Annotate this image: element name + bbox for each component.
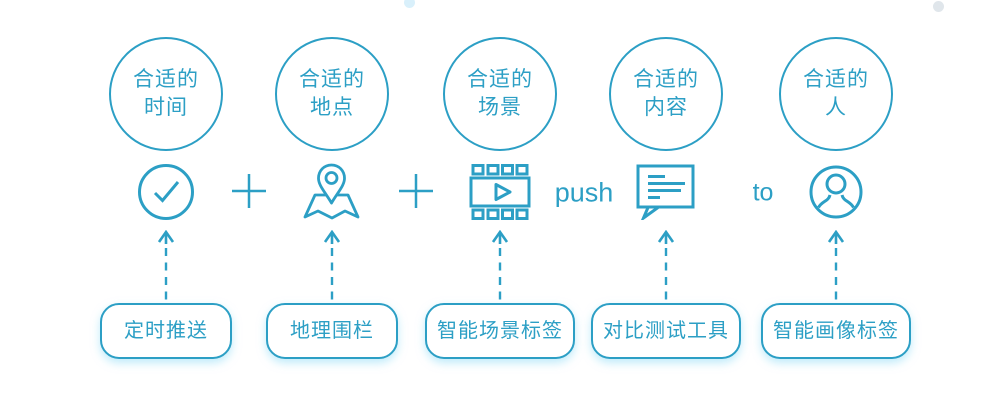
column-suitable-person: 合适的 人 智能画像标签 — [751, 0, 921, 359]
decor-dot-blue — [404, 0, 415, 8]
circle-text-line2: 时间 — [144, 96, 188, 119]
label-box-profile-tags: 智能画像标签 — [761, 303, 911, 359]
label-box-ab-test: 对比测试工具 — [591, 303, 741, 359]
circle-text-line2: 内容 — [644, 96, 688, 119]
up-arrow-dashed — [322, 230, 342, 300]
column-suitable-time: 合适的 时间 定时推送 — [81, 0, 251, 359]
circle-text-line2: 场景 — [478, 96, 522, 119]
circle-text-line2: 地点 — [310, 96, 354, 119]
person-avatar-icon — [808, 160, 864, 224]
circle-suitable-person: 合适的 人 — [779, 37, 893, 151]
circle-text-line1: 合适的 — [467, 68, 533, 91]
up-arrow-dashed — [826, 230, 846, 300]
up-arrow-dashed — [156, 230, 176, 300]
plus-icon — [396, 171, 436, 211]
column-suitable-content: 合适的 内容 对比测试工具 — [581, 0, 751, 359]
message-lines-icon — [636, 160, 696, 224]
circle-suitable-place: 合适的 地点 — [275, 37, 389, 151]
up-arrow-dashed — [656, 230, 676, 300]
label-text: 智能画像标签 — [773, 320, 899, 342]
label-box-geofence: 地理围栏 — [266, 303, 398, 359]
film-play-icon — [469, 160, 531, 224]
clock-check-icon — [137, 160, 195, 224]
circle-suitable-scene: 合适的 场景 — [443, 37, 557, 151]
push-label: push — [554, 177, 614, 208]
circle-text-line1: 合适的 — [803, 68, 869, 91]
label-box-timed-push: 定时推送 — [100, 303, 232, 359]
column-suitable-place: 合适的 地点 地理围栏 — [247, 0, 417, 359]
circle-text-line1: 合适的 — [133, 68, 199, 91]
circle-text-line1: 合适的 — [633, 68, 699, 91]
column-suitable-scene: 合适的 场景 智能场景标签 — [415, 0, 585, 359]
label-text: 地理围栏 — [290, 320, 374, 342]
plus-icon — [229, 171, 269, 211]
up-arrow-dashed — [490, 230, 510, 300]
circle-text-line2: 人 — [825, 96, 847, 119]
label-box-scene-tags: 智能场景标签 — [425, 303, 575, 359]
circle-suitable-content: 合适的 内容 — [609, 37, 723, 151]
circle-suitable-time: 合适的 时间 — [109, 37, 223, 151]
circle-text-line1: 合适的 — [299, 68, 365, 91]
to-label: to — [752, 178, 774, 207]
label-text: 对比测试工具 — [603, 320, 729, 342]
label-text: 定时推送 — [124, 320, 208, 342]
label-text: 智能场景标签 — [437, 320, 563, 342]
map-pin-icon — [302, 160, 362, 224]
decor-dot-gray — [933, 1, 944, 12]
